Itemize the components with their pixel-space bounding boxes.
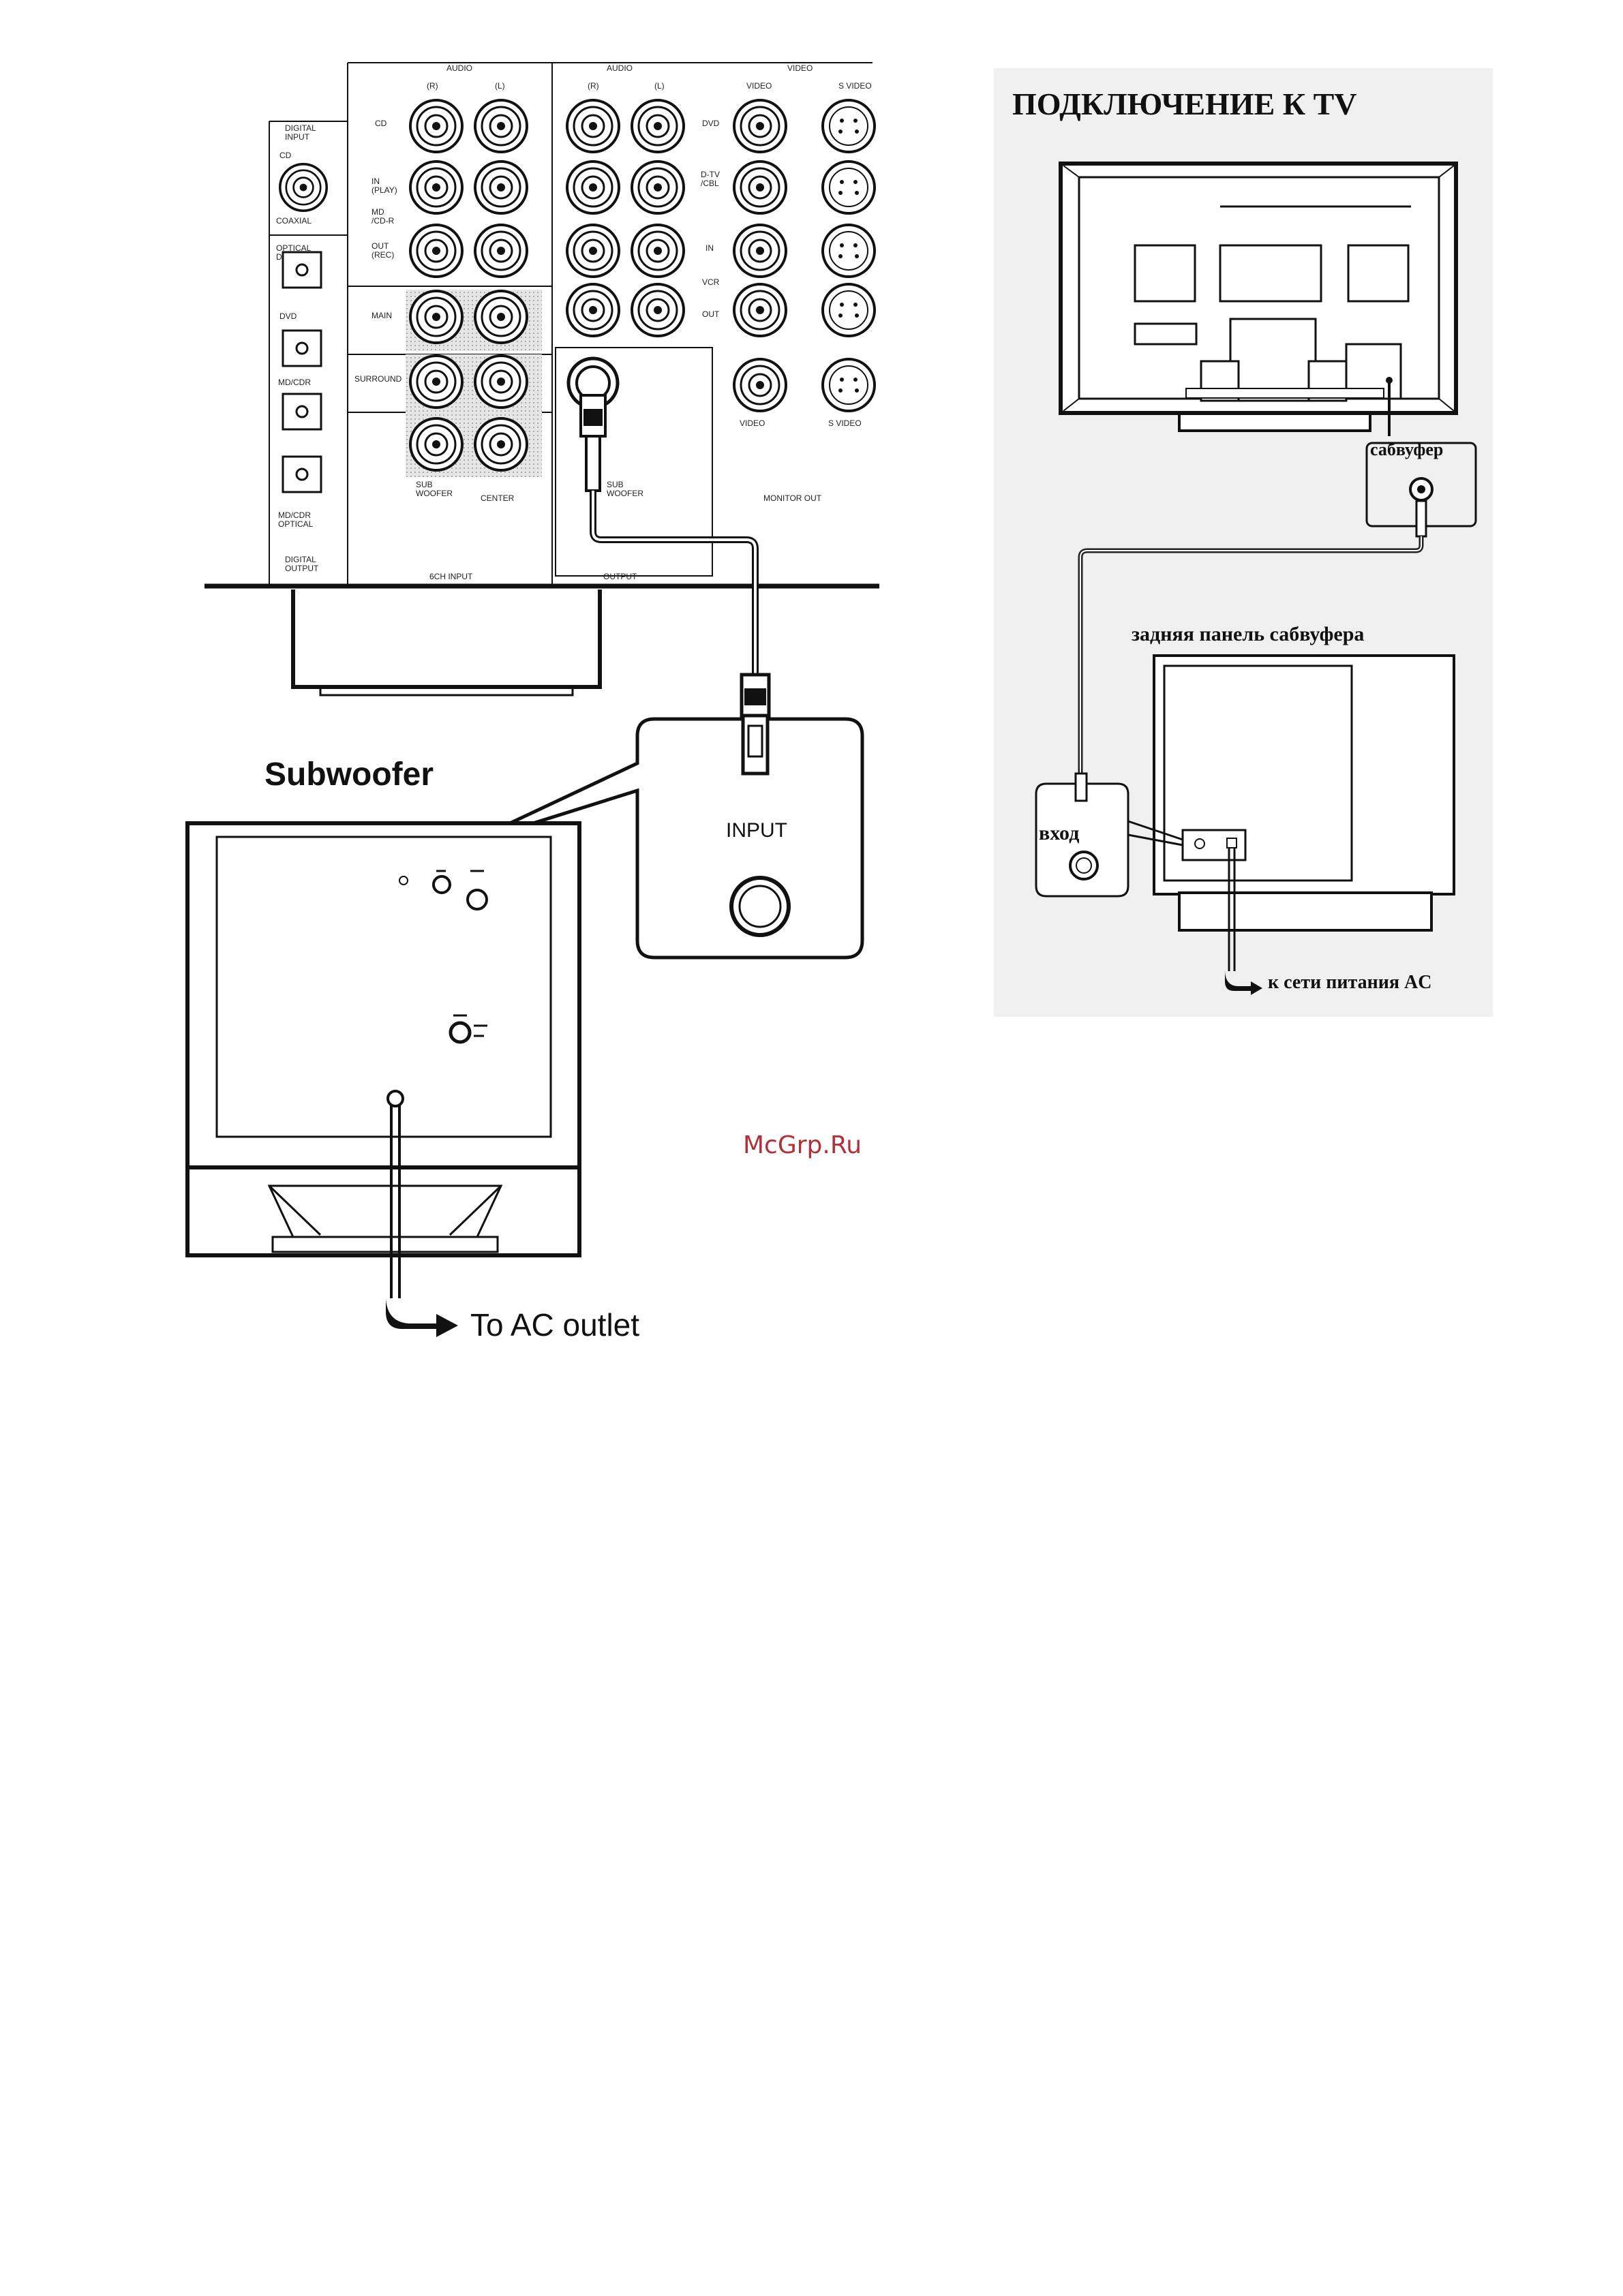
tv-back-panel bbox=[1059, 162, 1458, 436]
tv-title: ПОДКЛЮЧЕНИЕ К TV bbox=[1012, 87, 1357, 121]
monitor-out-label: MONITOR OUT bbox=[763, 493, 822, 503]
row-label-in-play: IN(PLAY) bbox=[371, 177, 397, 195]
input-label-ru: вход bbox=[1039, 822, 1079, 844]
vrow-vcr: VCR bbox=[702, 277, 720, 287]
coaxial-label: COAXIAL bbox=[276, 216, 312, 226]
row-label-surround: SURROUND bbox=[354, 374, 402, 384]
audio-header-1: AUDIO bbox=[446, 63, 472, 73]
ac-label-ru: к сети питания AC bbox=[1268, 972, 1431, 993]
ac-outlet-label: To AC outlet bbox=[470, 1307, 639, 1343]
vrow-in: IN bbox=[706, 243, 714, 253]
watermark: McGrp.Ru bbox=[743, 1131, 862, 1159]
subwoofer-unit bbox=[185, 821, 581, 1298]
rear-panel-label: задняя панель сабвуфера bbox=[1132, 623, 1364, 645]
subwoofer-title: Subwoofer bbox=[264, 756, 434, 793]
video-header: VIDEO bbox=[787, 63, 813, 73]
receiver-rear-panel: AUDIO AUDIO VIDEO (R) (L) (R) (L) VIDEO … bbox=[204, 62, 879, 697]
input-callout bbox=[462, 673, 864, 960]
ac-plug-arrow-icon-ru bbox=[1225, 971, 1262, 995]
row-label-md-cdr: MD/CD-R bbox=[371, 207, 395, 226]
vrow-dtv: D-TV/CBL bbox=[701, 170, 720, 188]
video-col-label: VIDEO bbox=[746, 81, 772, 91]
l-label-2: (L) bbox=[654, 81, 665, 91]
input-label: INPUT bbox=[726, 819, 787, 842]
s-video-out-label: S VIDEO bbox=[828, 418, 862, 428]
center-label: CENTER bbox=[481, 493, 515, 503]
vrow-out: OUT bbox=[702, 309, 720, 319]
row-label-cd: CD bbox=[375, 119, 387, 128]
6ch-input-label: 6CH INPUT bbox=[429, 572, 473, 581]
r-label-1: (R) bbox=[427, 81, 438, 91]
input-callout-ru bbox=[1035, 772, 1183, 898]
audio-header-2: AUDIO bbox=[607, 63, 633, 73]
row-label-out-rec: OUT(REC) bbox=[371, 241, 394, 260]
l-label-1: (L) bbox=[495, 81, 505, 91]
s-video-col-label: S VIDEO bbox=[838, 81, 872, 91]
subwoofer-output-jack bbox=[566, 356, 620, 492]
dvd-optical-label: DVD bbox=[279, 311, 297, 321]
subwoofer-cable bbox=[590, 491, 759, 675]
ac-plug-arrow-icon bbox=[386, 1298, 458, 1337]
r-label-2: (R) bbox=[588, 81, 599, 91]
row-label-main: MAIN bbox=[371, 311, 392, 320]
output-label: OUTPUT bbox=[603, 572, 637, 581]
mdcdr-optical-label: MD/CDR bbox=[278, 378, 311, 387]
subwoofer-rear-panel bbox=[1153, 654, 1455, 971]
vrow-dvd: DVD bbox=[702, 119, 720, 128]
tv-connection-diagram: ПОДКЛЮЧЕНИЕ К TV сабвуфер з bbox=[994, 68, 1493, 1017]
cd-digital-label: CD bbox=[279, 151, 292, 160]
video-out-label: VIDEO bbox=[740, 418, 765, 428]
